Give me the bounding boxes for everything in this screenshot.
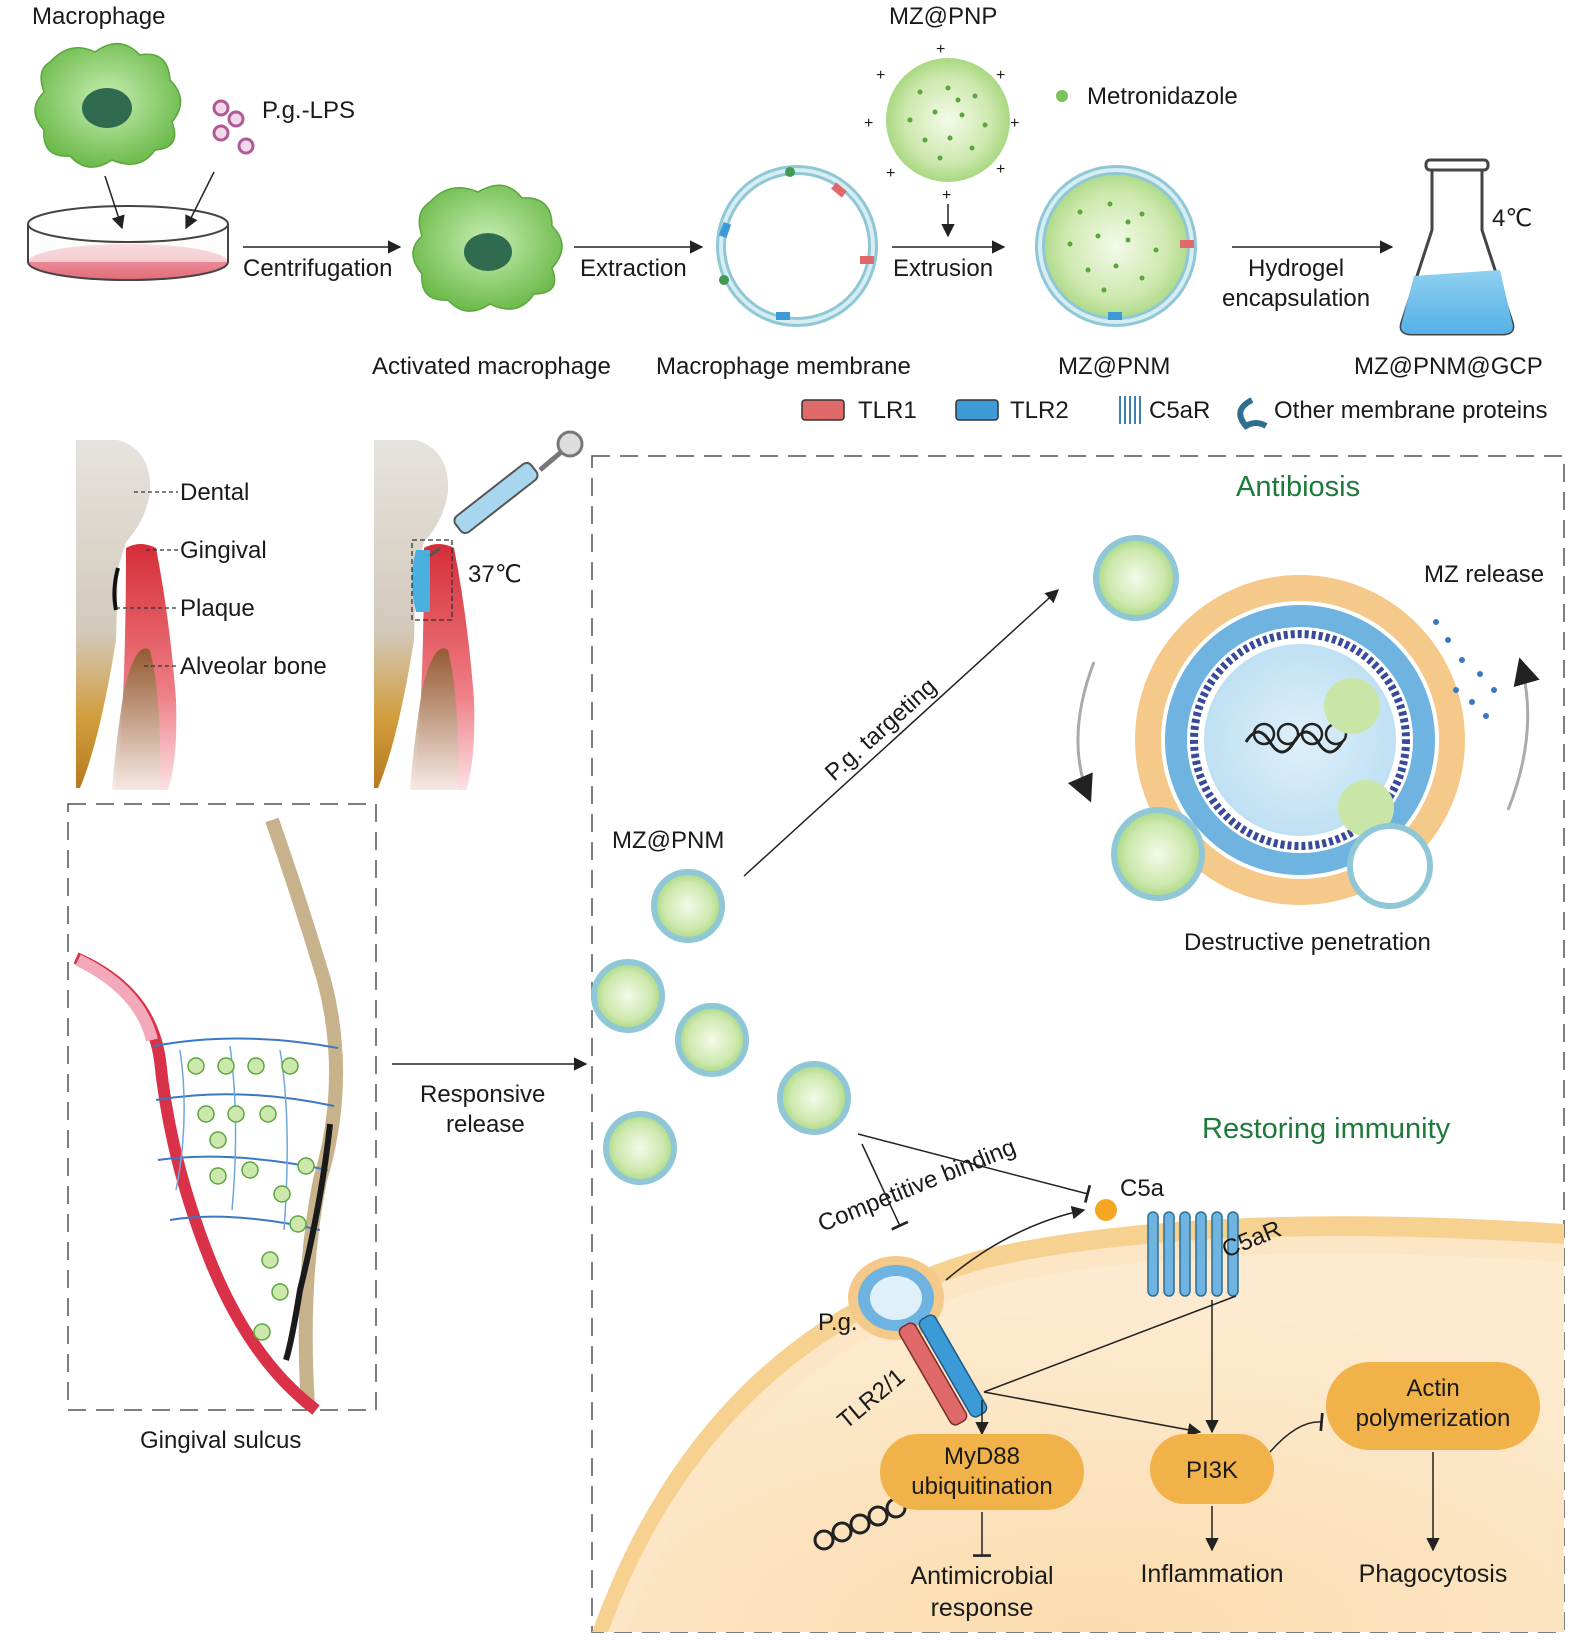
inflammation-label: Inflammation — [1140, 1560, 1283, 1588]
pg-bacterium — [848, 1256, 944, 1340]
inhibit-actin — [1269, 1412, 1324, 1453]
mz-pnm-particle — [1035, 165, 1197, 327]
actin-label-1: Actin — [1406, 1375, 1459, 1402]
svg-text:+: + — [876, 67, 885, 84]
centrifugation-label: Centrifugation — [243, 255, 392, 282]
hydrogel-label-1: Hydrogel — [1248, 255, 1344, 282]
restoring-title: Restoring immunity — [1202, 1113, 1451, 1145]
tooth-diagram-2 — [374, 440, 475, 790]
mz-pnm-label-mid: MZ@PNM — [612, 827, 724, 854]
lps-label: P.g.-LPS — [262, 97, 355, 124]
actin-label-2: polymerization — [1356, 1405, 1511, 1432]
legend-other: Other membrane proteins — [1274, 397, 1547, 424]
pi3k-label: PI3K — [1186, 1457, 1238, 1484]
c5a-label: C5a — [1120, 1175, 1165, 1202]
phagocytosis-label: Phagocytosis — [1359, 1560, 1508, 1588]
macrophage-label: Macrophage — [32, 3, 165, 30]
antibiosis-title: Antibiosis — [1236, 471, 1360, 503]
mz-release-dots — [1433, 619, 1497, 719]
actin-box: Actin polymerization — [1326, 1362, 1540, 1450]
responsive-label-2: release — [446, 1111, 525, 1138]
petri-dish — [27, 205, 229, 281]
mz-pnp-particle: + + + + + + + + — [864, 41, 1019, 204]
attached-nanoparticles — [1093, 535, 1433, 909]
temp-37-label: 37℃ — [468, 561, 522, 588]
sulcus-illustration — [73, 817, 344, 1415]
sulcus-label: Gingival sulcus — [140, 1427, 301, 1454]
inhibit-tlr — [861, 1143, 909, 1231]
svg-text:+: + — [1010, 115, 1019, 132]
syringe-icon — [429, 430, 584, 558]
rotation-arrow-left — [1067, 661, 1096, 803]
hydrogel-label-2: encapsulation — [1222, 285, 1370, 312]
arrow-cell-to-dish — [104, 175, 125, 230]
temp-4-label: 4℃ — [1492, 205, 1532, 232]
c5ar-receptor — [1147, 1211, 1239, 1297]
arrow-tlr-pi3k — [983, 1391, 1202, 1437]
metronidazole-dot — [1056, 90, 1068, 102]
svg-text:+: + — [886, 165, 895, 182]
myd88-box: MyD88 ubiquitination — [880, 1434, 1084, 1510]
svg-text:+: + — [936, 41, 945, 58]
alveolar-label: Alveolar bone — [180, 653, 327, 680]
arrow-lps-to-dish — [185, 171, 215, 230]
tooth-diagram-1 — [76, 440, 177, 790]
svg-text:+: + — [864, 115, 873, 132]
pg-label: P.g. — [818, 1309, 858, 1336]
mz-pnm-cluster — [591, 869, 851, 1185]
antimicrobial-label-1: Antimicrobial — [910, 1562, 1053, 1590]
extraction-label: Extraction — [580, 255, 687, 282]
arrow-pg-to-c5a — [945, 1205, 1086, 1281]
lps-particles — [212, 99, 255, 155]
mz-pnp-label: MZ@PNP — [889, 3, 997, 30]
tlr2-swatch — [955, 399, 999, 421]
gingival-label: Gingival — [180, 537, 267, 564]
myd88-label-2: ubiquitination — [911, 1473, 1052, 1500]
pi3k-box: PI3K — [1150, 1434, 1274, 1504]
legend-c5ar: C5aR — [1149, 397, 1210, 424]
myd88-label-1: MyD88 — [944, 1443, 1020, 1470]
flask-icon — [1399, 158, 1515, 336]
other-protein-icon — [1237, 397, 1268, 430]
svg-text:+: + — [996, 67, 1005, 84]
pg-targeting-label: P.g. targeting — [820, 673, 942, 787]
activated-macrophage-cell — [412, 184, 563, 312]
tlr1-swatch — [801, 399, 845, 421]
svg-text:+: + — [996, 161, 1005, 178]
legend-tlr1: TLR1 — [858, 397, 917, 424]
anatomy-leaders — [116, 491, 178, 667]
line-c5ar-tlr — [983, 1295, 1237, 1393]
activated-macrophage-label: Activated macrophage — [372, 353, 611, 380]
mz-pnm-label-top: MZ@PNM — [1058, 353, 1170, 380]
membrane-label: Macrophage membrane — [656, 353, 911, 380]
mz-pnm-gcp-label: MZ@PNM@GCP — [1354, 353, 1543, 380]
sulcus-box — [67, 803, 377, 1411]
mz-release-label: MZ release — [1424, 561, 1544, 588]
metronidazole-label: Metronidazole — [1087, 83, 1238, 110]
c5ar-icon — [1119, 396, 1141, 424]
destructive-label: Destructive penetration — [1184, 929, 1431, 956]
dental-label: Dental — [180, 479, 249, 506]
antimicrobial-label-2: response — [931, 1594, 1034, 1622]
c5a-ligand — [1095, 1199, 1117, 1221]
macrophage-cell — [34, 43, 182, 168]
inhibit-c5a — [857, 1133, 1092, 1203]
responsive-label-1: Responsive — [420, 1081, 545, 1108]
rotation-arrow-right — [1506, 657, 1540, 811]
arrow-pg-targeting — [743, 589, 1059, 877]
tlr21-receptor — [898, 1314, 988, 1426]
legend: TLR1 TLR2 C5aR Other membrane proteins — [801, 396, 1547, 430]
legend-tlr2: TLR2 — [1010, 397, 1069, 424]
extrusion-label: Extrusion — [893, 255, 993, 282]
dna-coil — [813, 1497, 907, 1551]
svg-text:+: + — [942, 187, 951, 204]
membrane-vesicle — [716, 165, 878, 327]
plaque-label: Plaque — [180, 595, 255, 622]
